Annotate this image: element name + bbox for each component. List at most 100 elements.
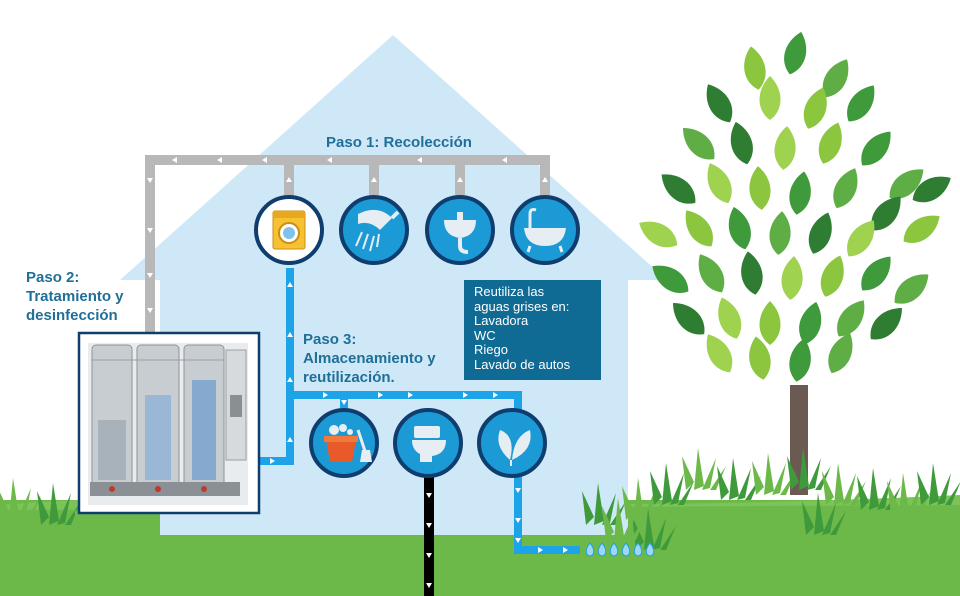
- tree-leaf: [837, 300, 865, 337]
- grass-tuft: [650, 463, 694, 505]
- drain-arrow: [426, 493, 432, 498]
- step-2-label: Paso 2: Tratamiento y desinfección: [26, 268, 124, 325]
- tree-leaf: [673, 303, 705, 335]
- collection-arrow: [286, 177, 292, 182]
- info-line: Riego: [474, 342, 508, 358]
- tree-leaf: [789, 171, 811, 215]
- drain-arrow: [426, 583, 432, 588]
- tree-leaf: [912, 176, 951, 203]
- bathtub-icon: [510, 195, 580, 265]
- drain-pipe: [424, 470, 434, 596]
- reuse-arrow: [287, 377, 293, 382]
- grass-tuft: [74, 498, 118, 540]
- toilet-icon: [393, 408, 463, 478]
- step-1-label: Paso 1: Recolección: [326, 134, 472, 151]
- treatment-system: [77, 331, 261, 515]
- shower-icon: [339, 195, 409, 265]
- tree-leaf: [861, 131, 891, 166]
- drain-flow-arrows: [426, 493, 432, 588]
- reuse-arrow: [287, 282, 293, 287]
- cleaning-bucket-icon: [309, 408, 379, 478]
- reuse-arrow: [515, 518, 521, 523]
- tree-leaf: [749, 336, 771, 380]
- collection-arrow: [417, 157, 422, 163]
- tree-leaf: [730, 121, 753, 165]
- drain-arrow: [426, 553, 432, 558]
- info-line: aguas grises en:: [474, 298, 570, 314]
- collection-arrow: [542, 177, 548, 182]
- step-2-line-3: desinfección: [26, 307, 118, 324]
- tree-leaf: [769, 211, 791, 255]
- tree-leaf: [639, 221, 678, 248]
- water-drop-icon: [621, 542, 631, 557]
- collection-arrow: [147, 228, 153, 233]
- tree-leaf: [871, 196, 901, 231]
- tree-leaf: [707, 163, 732, 204]
- tree-leaf: [870, 308, 902, 340]
- tree-leaf: [661, 174, 696, 204]
- tree-icon: [639, 31, 951, 382]
- leaf-icon: [477, 408, 547, 478]
- grass-tuft: [912, 508, 956, 550]
- reuse-arrow: [463, 392, 468, 398]
- tree-leaf: [706, 84, 733, 123]
- grass-tuft: [917, 463, 960, 505]
- collection-arrow: [147, 273, 153, 278]
- step-3-line-3: reutilización.: [303, 369, 395, 386]
- tree-leaf: [847, 220, 875, 257]
- reuse-flow-arrows: [270, 282, 568, 553]
- collection-flow-arrows: [147, 157, 548, 313]
- reuse-arrow: [287, 437, 293, 442]
- water-drop-icon: [645, 542, 655, 557]
- reuse-info-box: Reutiliza las aguas grises en: Lavadora …: [464, 280, 601, 380]
- grass-tuft: [622, 478, 666, 520]
- tree-leaf: [683, 128, 715, 160]
- collection-arrow: [172, 157, 177, 163]
- reuse-arrow: [493, 392, 498, 398]
- collection-arrow: [502, 157, 507, 163]
- tree-leaf: [749, 166, 771, 210]
- drain-arrow: [426, 523, 432, 528]
- reuse-arrow: [323, 392, 328, 398]
- grass-tuft: [0, 478, 41, 520]
- tree-leaf: [903, 215, 940, 243]
- tree-leaf: [744, 46, 766, 90]
- tree-leaf: [894, 274, 929, 304]
- reuse-arrow: [378, 392, 383, 398]
- tree-leaf: [759, 301, 781, 345]
- tree-leaf: [741, 251, 763, 295]
- tree-leaf: [706, 334, 733, 373]
- info-line: Lavado de autos: [474, 356, 571, 372]
- grass-tuft: [802, 493, 846, 535]
- reuse-arrow: [563, 547, 568, 553]
- reuse-arrow: [341, 400, 347, 405]
- grass-tuft: [602, 498, 646, 540]
- water-drop-icon: [633, 542, 643, 557]
- collection-arrow: [371, 177, 377, 182]
- reuse-arrow: [270, 458, 275, 464]
- water-drop-icon: [585, 542, 595, 557]
- tree-leaf: [718, 297, 742, 339]
- step-3-line-1: Paso 3:: [303, 331, 357, 348]
- grass-tuft: [682, 448, 726, 490]
- tree-leaf: [818, 122, 842, 164]
- step-2-line-2: Tratamiento y: [26, 288, 124, 305]
- washing-machine-icon: [254, 195, 324, 265]
- tree-leaf: [685, 210, 713, 247]
- reuse-arrow: [408, 392, 413, 398]
- collection-arrow: [262, 157, 267, 163]
- tree-leaf: [803, 87, 827, 129]
- reuse-arrow: [287, 332, 293, 337]
- tree-leaf: [698, 254, 725, 293]
- tree-leaf: [861, 256, 891, 291]
- tree-leaf: [759, 76, 781, 120]
- info-line: WC: [474, 327, 496, 343]
- tree-leaf: [808, 212, 832, 254]
- tree-leaf: [652, 265, 689, 293]
- collection-arrow: [147, 178, 153, 183]
- grass-tuft: [842, 498, 886, 540]
- water-drop-icon: [597, 542, 607, 557]
- collection-arrow: [147, 308, 153, 313]
- grass-tuft: [632, 508, 676, 550]
